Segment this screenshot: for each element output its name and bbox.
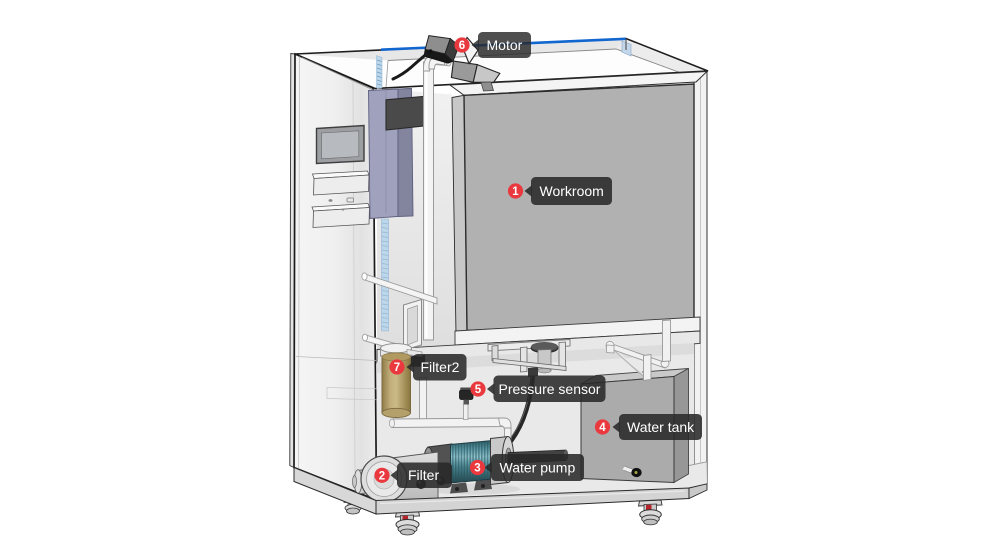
svg-text:Water tank: Water tank <box>627 419 695 435</box>
svg-text:Filter: Filter <box>408 467 439 483</box>
svg-text:2: 2 <box>379 470 385 482</box>
svg-text:Motor: Motor <box>487 37 523 53</box>
svg-text:1: 1 <box>512 186 519 198</box>
svg-text:6: 6 <box>459 40 465 52</box>
svg-text:3: 3 <box>474 463 480 475</box>
svg-text:7: 7 <box>394 362 400 374</box>
svg-text:4: 4 <box>599 422 606 434</box>
svg-text:Filter2: Filter2 <box>421 359 460 375</box>
svg-text:Workroom: Workroom <box>540 183 604 199</box>
svg-text:Water pump: Water pump <box>500 460 576 476</box>
svg-text:Pressure sensor: Pressure sensor <box>499 381 601 397</box>
svg-text:5: 5 <box>475 384 482 396</box>
